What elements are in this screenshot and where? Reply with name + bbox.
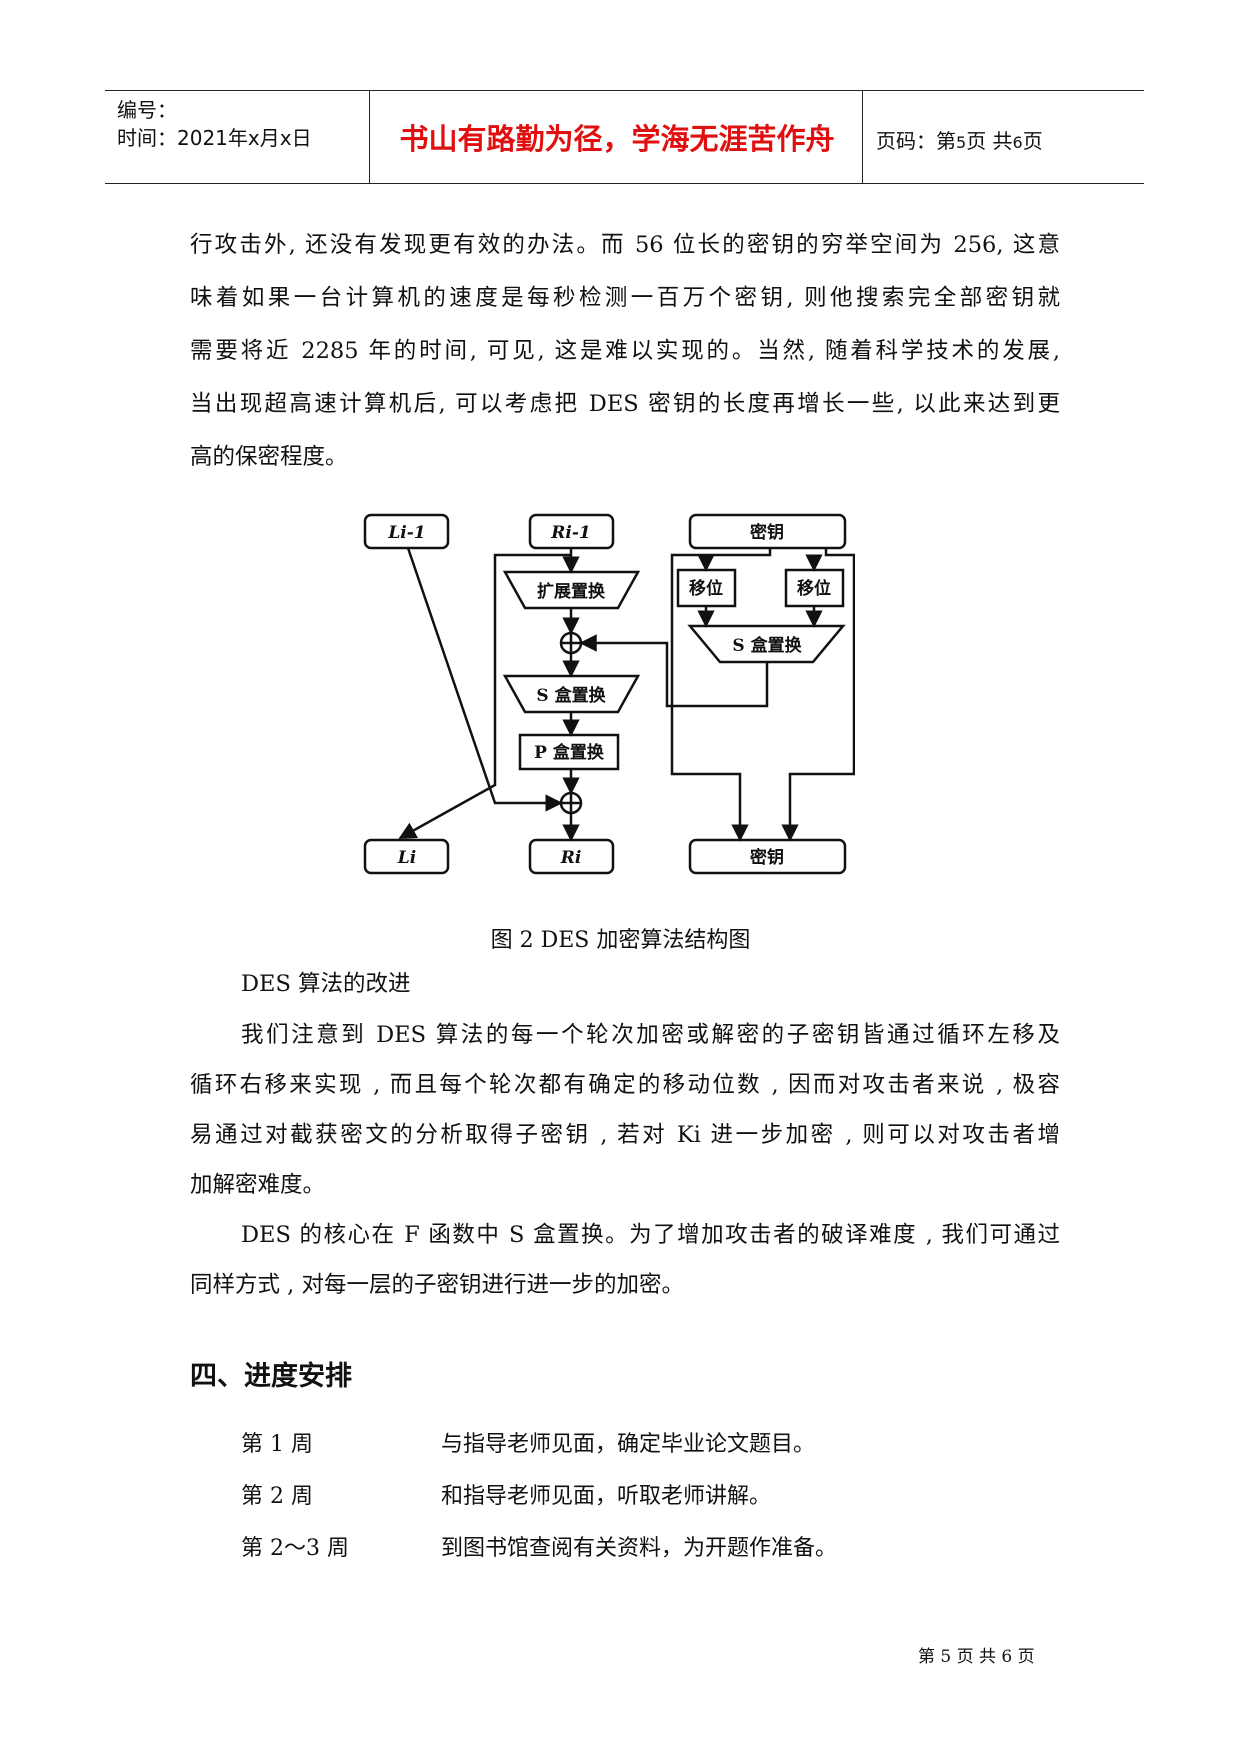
- key-bottom-box: [688, 838, 847, 875]
- l-prev-box: [363, 513, 450, 550]
- header-motto: 书山有路勤为径，学海无涯苦作舟: [399, 122, 835, 156]
- l-out-box: [363, 838, 450, 875]
- label-shift-left: 移位: [689, 578, 723, 599]
- label-p-box: P 盒置换: [534, 742, 605, 763]
- header-top-rule: [105, 90, 1144, 91]
- label-shift-right: 移位: [797, 578, 831, 599]
- section-subtitle: DES 算法的改进: [241, 971, 411, 997]
- header-page-code: 页码：第5页 共6页: [876, 129, 1043, 153]
- schedule-week: 第 1 周: [241, 1432, 313, 1457]
- text-line: 易通过对截获密文的分析取得子密钥 , 若对 Ki 进一步加密 , 则可以对攻击者…: [190, 1122, 1060, 1148]
- text-line: 行攻击外, 还没有发现更有效的办法。而 56 位长的密钥的穷举空间为 256, …: [190, 232, 1060, 258]
- date-label: 时间：2021年x月x日: [117, 126, 312, 150]
- label-r-prev: Ri-1: [550, 523, 590, 543]
- key-top-box: [688, 513, 847, 550]
- label-key-bottom: 密钥: [750, 847, 784, 868]
- figure-caption: 图 2 DES 加密算法结构图: [490, 928, 751, 953]
- s-box-shape: [502, 674, 641, 714]
- text-line: 需要将近 2285 年的时间, 可见, 这是难以实现的。当然, 随着科学技术的发…: [190, 338, 1060, 364]
- header-bottom-rule: [105, 183, 1144, 184]
- serial-number-label: 编号：: [117, 98, 177, 122]
- text-line: 当出现超高速计算机后, 可以考虑把 DES 密钥的长度再增长一些, 以此来达到更: [190, 391, 1060, 417]
- schedule-week: 第 2～3 周: [241, 1536, 349, 1561]
- schedule-heading: 四、进度安排: [190, 1361, 352, 1392]
- schedule-task: 到图书馆查阅有关资料，为开题作准备。: [441, 1536, 838, 1561]
- label-r-out: Ri: [560, 848, 582, 868]
- text-line: 高的保密程度。: [190, 444, 348, 470]
- text-line: 味着如果一台计算机的速度是每秒检测一百万个密钥, 则他搜索完全部密钥就: [190, 285, 1060, 311]
- header-divider-right: [862, 90, 863, 183]
- page-footer: 第 5 页 共 6 页: [918, 1647, 1035, 1667]
- schedule-week: 第 2 周: [241, 1484, 313, 1509]
- header-divider-left: [369, 90, 370, 183]
- schedule-task: 和指导老师见面，听取老师讲解。: [441, 1484, 772, 1509]
- label-s-box: S 盒置换: [536, 685, 606, 706]
- label-l-out: Li: [397, 848, 416, 868]
- label-expand: 扩展置换: [537, 581, 606, 602]
- des-structure-diagram: Li-1 Ri-1 密钥 移位 移位 扩展置换 S 盒置换 S 盒置换 P 盒置…: [363, 513, 855, 875]
- text-line: 我们注意到 DES 算法的每一个轮次加密或解密的子密钥皆通过循环左移及: [241, 1022, 1060, 1048]
- s-box-key-shape: [687, 624, 846, 664]
- schedule-task: 与指导老师见面，确定毕业论文题目。: [441, 1432, 816, 1457]
- text-line: DES 的核心在 F 函数中 S 盒置换。为了增加攻击者的破译难度 , 我们可通…: [241, 1222, 1060, 1248]
- text-line: 同样方式 , 对每一层的子密钥进行进一步的加密。: [190, 1272, 684, 1298]
- label-s-box-key: S 盒置换: [732, 635, 802, 656]
- label-l-prev: Li-1: [387, 523, 425, 543]
- text-line: 加解密难度。: [190, 1172, 326, 1198]
- text-line: 循环右移来实现 , 而且每个轮次都有确定的移动位数 , 因而对攻击者来说 , 极…: [190, 1072, 1060, 1098]
- expand-permutation-shape: [502, 570, 641, 610]
- label-key-top: 密钥: [750, 522, 784, 543]
